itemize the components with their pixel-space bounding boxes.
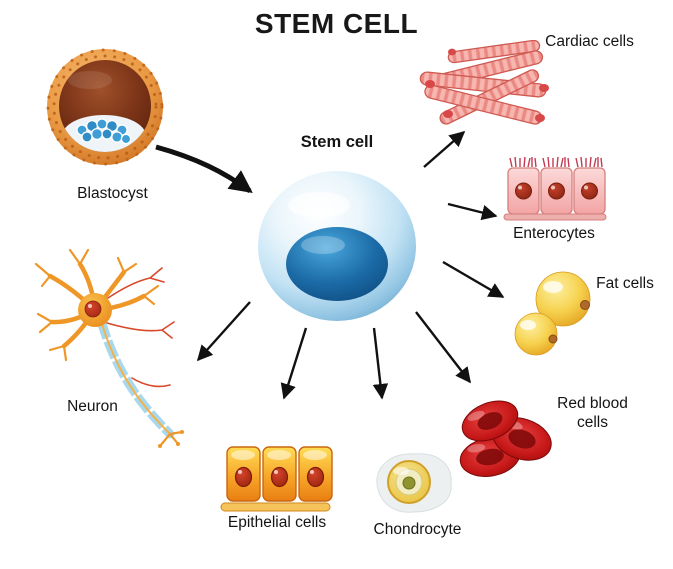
enterocyte-nuclei <box>515 182 598 200</box>
arrow-blastocyst-to-stem-cell <box>155 144 253 194</box>
enterocytes-label: Enterocytes <box>513 225 595 242</box>
fat-cell-nucleus <box>548 334 558 344</box>
arrow-to-fat-cells <box>442 260 505 299</box>
neuron-label: Neuron <box>67 398 118 415</box>
neuron-nucleus <box>84 300 102 318</box>
basement-membrane <box>503 213 607 221</box>
arrow-to-chondrocyte <box>372 327 389 400</box>
blastocyst-label: Blastocyst <box>77 185 148 202</box>
chondrocyte-illustration <box>376 453 452 513</box>
fat-cells-illustration <box>514 271 591 356</box>
neuron-axon <box>97 319 184 448</box>
fat-cell-nucleus <box>580 300 590 310</box>
red-blood-cell <box>461 400 519 442</box>
neuron-red-dendrites <box>106 267 175 388</box>
stem-cell-illustration <box>258 171 416 321</box>
stem-cell-nucleus <box>286 227 388 301</box>
arrow-to-cardiac-cells <box>423 130 466 168</box>
arrow-to-red-blood-cells <box>415 311 471 384</box>
cardiac-fiber-tips <box>425 48 549 122</box>
page-title: STEM CELL <box>254 8 419 39</box>
epithelial-cells-illustration <box>220 446 333 512</box>
arrow-to-enterocytes <box>447 202 498 221</box>
blastocyst-illustration <box>46 48 164 166</box>
microvilli <box>509 156 603 168</box>
arrow-to-neuron <box>196 301 251 362</box>
red-blood-cells-label: Red blood cells <box>557 395 628 432</box>
stem-cell-label: Stem cell <box>300 133 374 151</box>
chondrocyte-label: Chondrocyte <box>373 521 462 538</box>
basement-membrane <box>220 502 331 512</box>
epithelial-cells-label: Epithelial cells <box>227 514 327 531</box>
inner-cell-mass <box>76 118 132 145</box>
epithelial-nuclei <box>234 466 325 488</box>
cardiac-cells-illustration <box>419 40 549 125</box>
red-blood-cells-illustration <box>459 400 552 477</box>
arrow-to-epithelial-cells <box>280 327 308 400</box>
cardiac-cells-label: Cardiac cells <box>545 33 634 50</box>
fat-cells-label: Fat cells <box>596 275 654 292</box>
enterocytes-illustration <box>503 156 607 221</box>
neuron-illustration <box>34 248 184 448</box>
fat-cell-small <box>514 312 558 356</box>
chondrocyte-nucleus <box>402 476 416 490</box>
axon-terminals <box>158 430 184 448</box>
